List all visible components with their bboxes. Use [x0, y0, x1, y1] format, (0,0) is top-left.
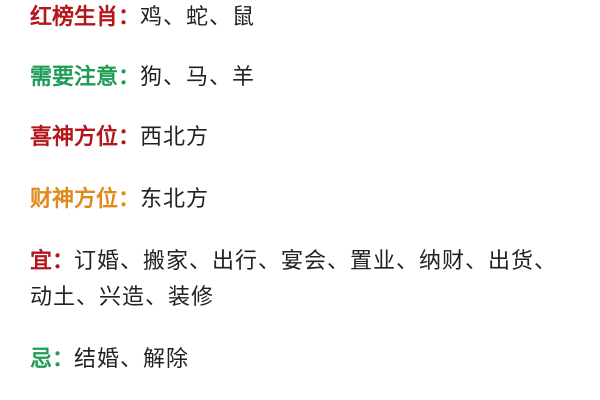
- joy-god-direction-row: 喜神方位：西北方: [30, 120, 580, 156]
- suitable-value: 订婚、搬家、出行、宴会、置业、纳财、出货、动土、兴造、装修: [30, 249, 558, 310]
- avoid-row: 忌：结婚、解除: [30, 342, 580, 378]
- joy-god-direction-label: 喜神方位：: [30, 125, 141, 150]
- caution-zodiac-row: 需要注意：狗、马、羊: [30, 60, 580, 96]
- suitable-row: 宜：订婚、搬家、出行、宴会、置业、纳财、出货、动土、兴造、装修: [30, 244, 580, 316]
- joy-god-direction-value: 西北方: [140, 125, 210, 150]
- caution-zodiac-label: 需要注意：: [30, 65, 141, 90]
- wealth-god-direction-row: 财神方位：东北方: [30, 182, 580, 218]
- wealth-god-direction-label: 财神方位：: [30, 187, 141, 212]
- caution-zodiac-value: 狗、马、羊: [140, 65, 256, 90]
- lucky-zodiac-row: 红榜生肖：鸡、蛇、鼠: [30, 0, 580, 36]
- wealth-god-direction-value: 东北方: [140, 187, 210, 212]
- avoid-value: 结婚、解除: [74, 347, 190, 372]
- lucky-zodiac-label: 红榜生肖：: [30, 5, 141, 30]
- avoid-label: 忌：: [30, 347, 75, 372]
- suitable-label: 宜：: [30, 249, 75, 274]
- lucky-zodiac-value: 鸡、蛇、鼠: [140, 5, 256, 30]
